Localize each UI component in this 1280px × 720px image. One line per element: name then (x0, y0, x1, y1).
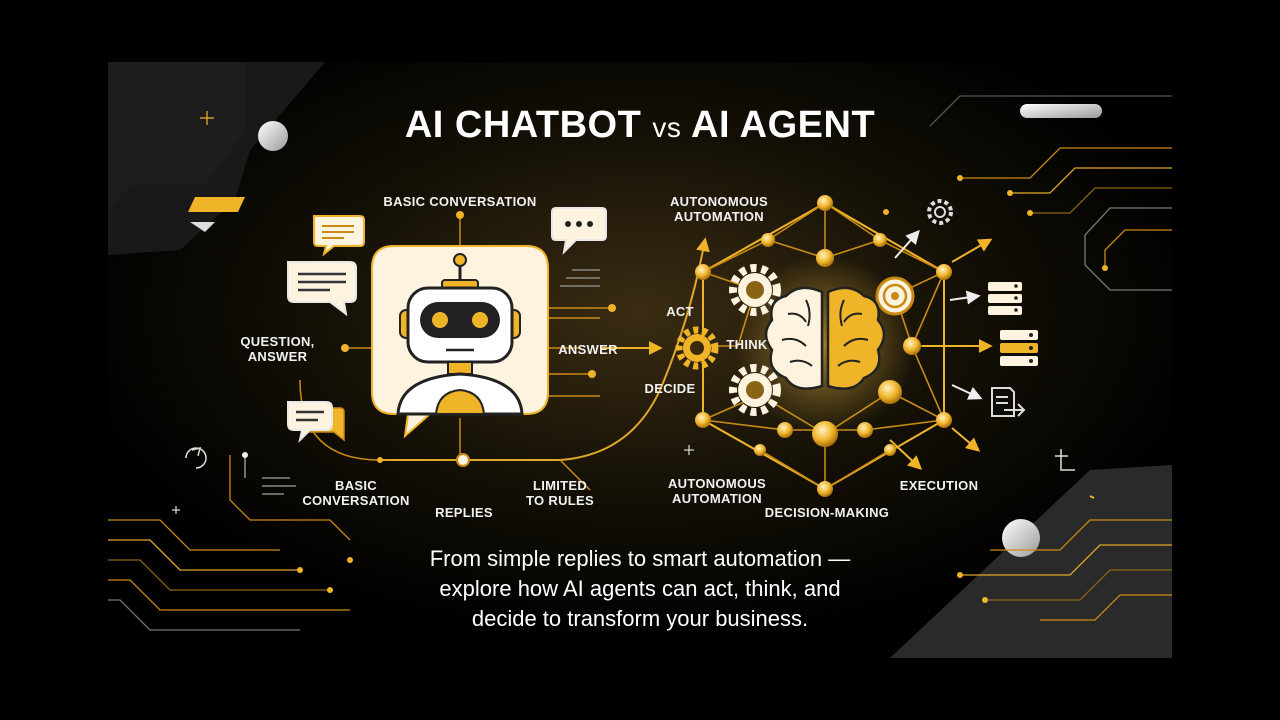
gear-icon (675, 326, 719, 370)
chat-bubble-icon (287, 401, 345, 444)
chat-bubble-icon (551, 207, 607, 255)
label-question-answer: QUESTION, ANSWER (240, 334, 315, 364)
robot-icon (371, 245, 549, 439)
server-icon (1000, 330, 1038, 366)
metal-sphere-icon (258, 121, 288, 151)
plus-decoration (172, 445, 694, 514)
label-autonomous-automation-bottom: AUTONOMOUS AUTOMATION (667, 476, 767, 506)
corner-decoration-top-left (108, 62, 325, 255)
label-replies: REPLIES (435, 505, 493, 520)
label-answer: ANSWER (558, 342, 618, 357)
target-icon (875, 276, 915, 316)
gear-icon (729, 264, 781, 316)
label-act: ACT (666, 304, 694, 319)
corner-decoration-top-right (1020, 104, 1102, 471)
background-panel (108, 62, 1172, 658)
chat-bubble-icon (313, 215, 365, 257)
title-chatbot: AI CHATBOT (404, 104, 642, 146)
gear-icon (927, 199, 953, 225)
label-decide: DECIDE (644, 381, 696, 396)
label-basic-conversation-bottom: BASIC CONVERSATION (302, 478, 410, 508)
page-title: AI CHATBOT vs AI AGENT (0, 104, 1280, 147)
chatbot-connectors (299, 215, 710, 491)
brain-icon (764, 286, 886, 390)
gear-icon (729, 364, 781, 416)
label-autonomous-automation-top: AUTONOMOUS AUTOMATION (669, 194, 769, 224)
output-arrows (889, 229, 993, 470)
corner-decoration-bottom-right (890, 465, 1172, 658)
server-icon (988, 282, 1022, 315)
label-think: THINK (726, 337, 768, 352)
refresh-icon (185, 446, 207, 469)
circuit-traces (108, 95, 1172, 631)
network-nodes (695, 195, 952, 497)
label-basic-conversation-top: BASIC CONVERSATION (383, 194, 537, 209)
title-agent: AI AGENT (691, 104, 876, 146)
lines-decoration (262, 269, 600, 495)
title-vs: vs (652, 112, 682, 143)
tagline: From simple replies to smart automation … (429, 546, 851, 631)
label-limited-to-rules: LIMITED TO RULES (526, 478, 594, 508)
chat-bubble-icon (287, 261, 357, 317)
label-decision-making: DECISION-MAKING (764, 505, 890, 520)
metal-sphere-icon (1002, 519, 1040, 557)
document-icon (991, 387, 1026, 417)
label-execution: EXECUTION (899, 478, 979, 493)
